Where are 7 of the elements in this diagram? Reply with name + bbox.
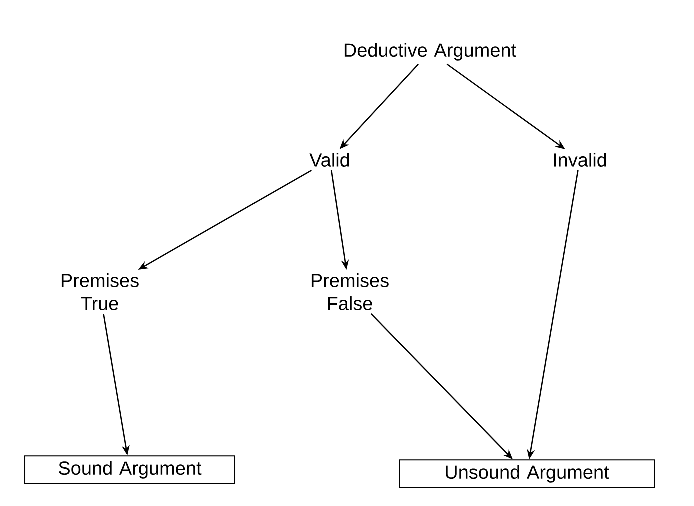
terminal-box: Sound Argument (24, 456, 236, 484)
node-label: Premises True (62, 274, 139, 310)
node-label: Deductive Argument (344, 43, 516, 61)
node-label: Valid (310, 153, 350, 167)
node-label: Invalid (554, 153, 606, 167)
terminal-box: Unsound Argument (399, 460, 655, 488)
node-label: Premises False (312, 274, 389, 310)
